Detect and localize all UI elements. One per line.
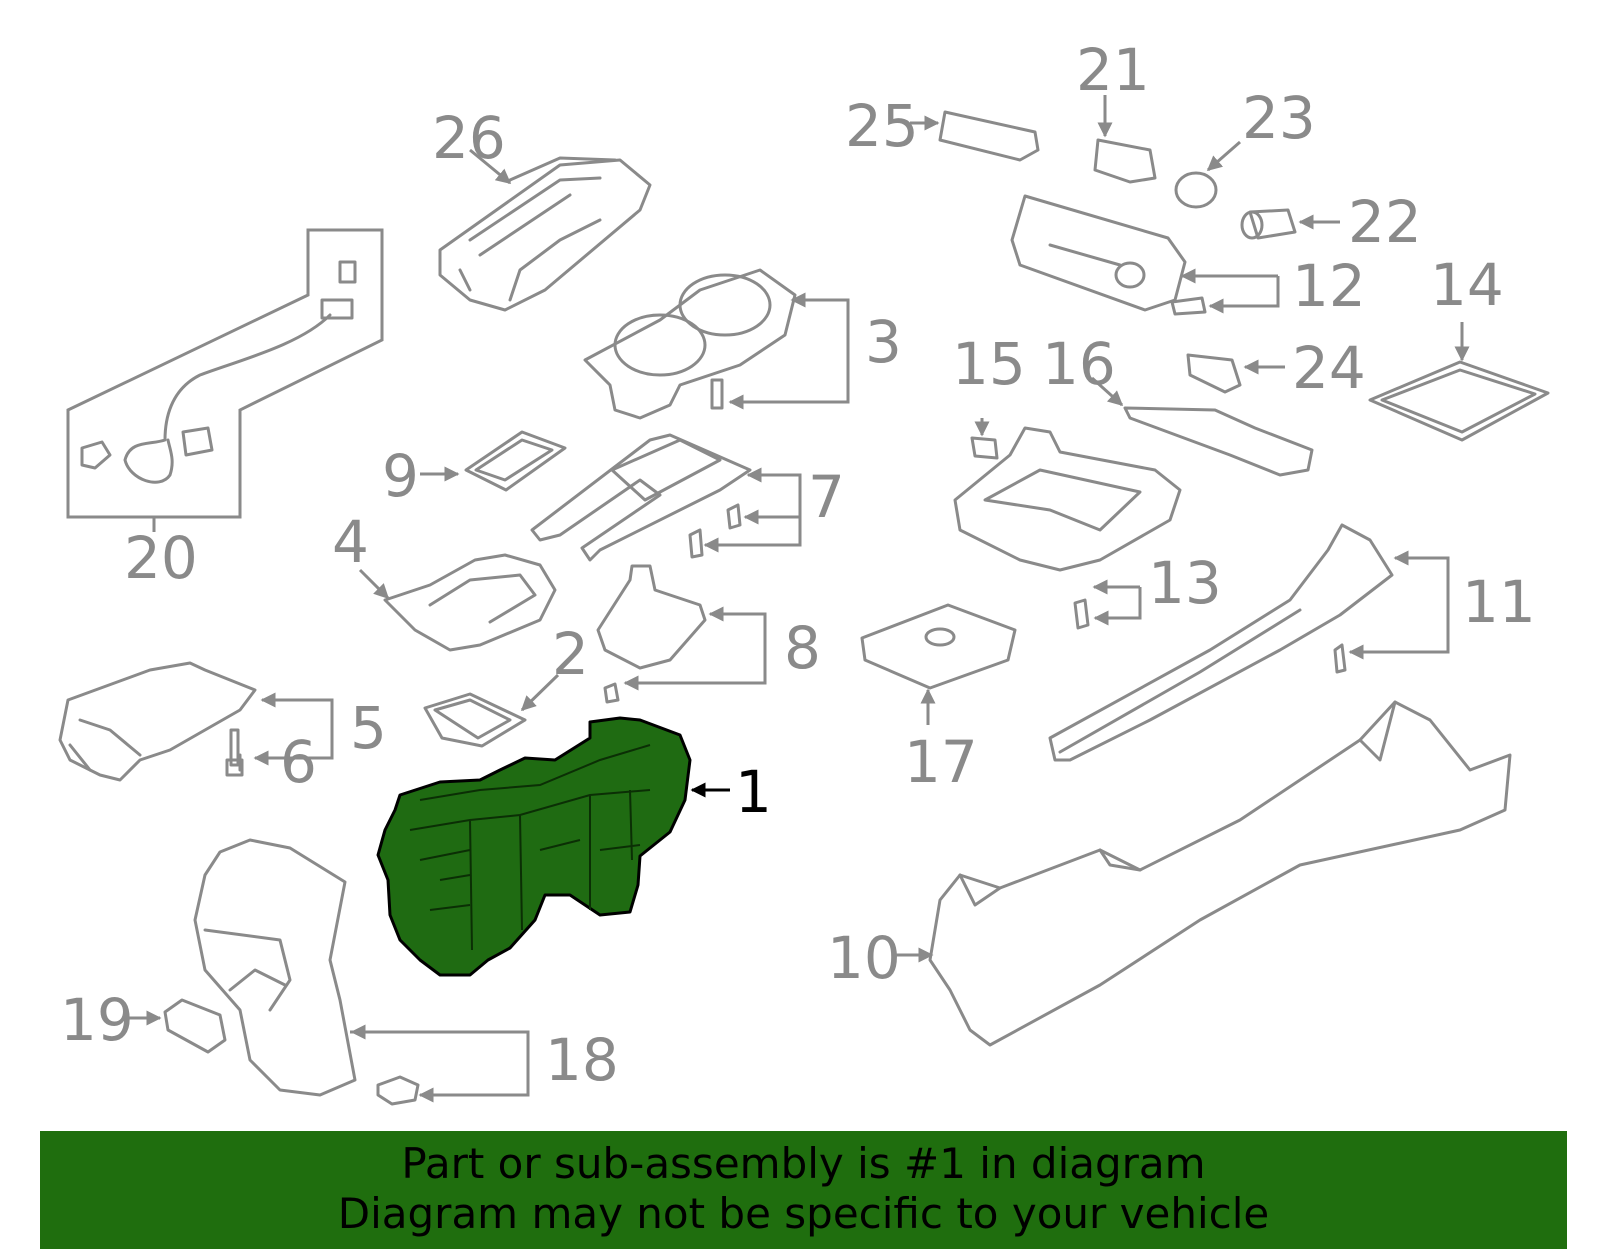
callout-25[interactable]: 25 — [845, 92, 919, 160]
part-24-connector[interactable] — [1186, 353, 1242, 394]
callout-4[interactable]: 4 — [332, 508, 369, 576]
callout-15[interactable]: 15 — [952, 330, 1026, 398]
callout-10[interactable]: 10 — [827, 924, 901, 992]
callout-6[interactable]: 6 — [280, 728, 317, 796]
part-22-socket[interactable] — [1240, 208, 1297, 240]
callout-3[interactable]: 3 — [865, 308, 902, 376]
part-25-switch[interactable] — [938, 110, 1040, 162]
callout-16[interactable]: 16 — [1042, 330, 1116, 398]
callout-24[interactable]: 24 — [1292, 334, 1366, 402]
callout-19[interactable]: 19 — [60, 986, 134, 1054]
part-7-trim-plate[interactable] — [530, 433, 752, 562]
part-26-shifter-housing[interactable] — [438, 156, 652, 312]
info-banner: Part or sub-assembly is #1 in diagram Di… — [40, 1131, 1567, 1249]
part-20-wiring-harness-kit[interactable] — [66, 228, 384, 519]
part-13-storage-tray[interactable] — [953, 426, 1182, 630]
callout-17[interactable]: 17 — [904, 728, 978, 796]
part-10-console-side-panel[interactable] — [928, 700, 1512, 1047]
callout-22[interactable]: 22 — [1348, 188, 1422, 256]
banner-line-1: Part or sub-assembly is #1 in diagram — [401, 1139, 1206, 1188]
part-21-switch-module[interactable] — [1093, 138, 1157, 184]
part-15-clip[interactable] — [970, 436, 999, 460]
part-5-armrest-lid[interactable] — [58, 661, 257, 782]
callout-13[interactable]: 13 — [1148, 549, 1222, 617]
callout-12[interactable]: 12 — [1292, 252, 1366, 320]
part-9-tray-mat[interactable] — [464, 430, 567, 492]
callout-18[interactable]: 18 — [545, 1026, 619, 1094]
callout-7[interactable]: 7 — [808, 463, 845, 531]
part-23-knob[interactable] — [1174, 171, 1218, 209]
banner-line-2: Diagram may not be specific to your vehi… — [337, 1189, 1270, 1238]
part-17-module[interactable] — [860, 603, 1017, 690]
part-6-bolt[interactable] — [225, 728, 244, 777]
part-8-shift-boot[interactable] — [596, 564, 707, 704]
part-4-shifter-bezel[interactable] — [383, 553, 557, 652]
part-16-bracket[interactable] — [1123, 406, 1314, 477]
callout-2[interactable]: 2 — [552, 620, 589, 688]
callout-26[interactable]: 26 — [432, 104, 506, 172]
part-19-usb-port[interactable] — [163, 998, 227, 1054]
callout-9[interactable]: 9 — [382, 442, 419, 510]
callout-21[interactable]: 21 — [1076, 36, 1150, 104]
callout-14[interactable]: 14 — [1430, 251, 1504, 319]
callout-11[interactable]: 11 — [1462, 568, 1536, 636]
part-18-trim-panel[interactable] — [193, 838, 420, 1106]
part-11-side-trim[interactable] — [1048, 523, 1394, 762]
part-2-mat[interactable] — [423, 692, 527, 748]
callout-20[interactable]: 20 — [124, 524, 198, 592]
callout-1[interactable]: 1 — [735, 758, 772, 826]
part-1-console-bracket[interactable] — [376, 716, 692, 977]
part-12-control-panel[interactable] — [1010, 194, 1207, 316]
part-3-cup-holder[interactable] — [583, 268, 797, 420]
callout-5[interactable]: 5 — [350, 694, 387, 762]
part-14-mat[interactable] — [1368, 360, 1550, 442]
callout-8[interactable]: 8 — [784, 614, 821, 682]
callout-23[interactable]: 23 — [1242, 84, 1316, 152]
